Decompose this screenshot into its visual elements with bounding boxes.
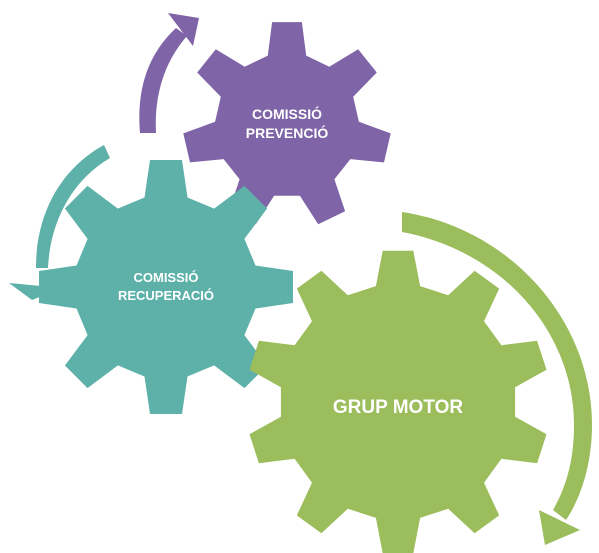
arrow-motor-body: [402, 212, 592, 520]
arrow-prevencio-head: [168, 13, 199, 46]
gear-recuperacio: COMISSIÓ RECUPERACIÓ: [39, 160, 293, 414]
gear-motor-label: GRUP MOTOR: [333, 397, 463, 418]
gear-recuperacio-label-line1: COMISSIÓ: [133, 270, 198, 285]
gear-prevencio-label-line2: PREVENCIÓ: [246, 124, 329, 141]
gear-recuperacio-label-line2: RECUPERACIÓ: [118, 288, 214, 303]
arrow-motor-head: [539, 510, 580, 545]
gear-recuperacio-shape: [39, 160, 293, 414]
gear-prevencio-shape: [183, 22, 391, 225]
gear-prevencio: COMISSIÓ PREVENCIÓ: [183, 22, 391, 225]
arrow-recuperacio-body: [36, 145, 110, 268]
gear-motor-shape: [249, 250, 547, 553]
gear-prevencio-label-line1: COMISSIÓ: [252, 105, 322, 122]
curved-arrow-prevencio-icon: [139, 13, 199, 133]
arrow-prevencio-body: [139, 28, 187, 133]
gear-motor: GRUP MOTOR: [249, 250, 547, 553]
curved-arrow-motor-icon: [402, 212, 592, 545]
